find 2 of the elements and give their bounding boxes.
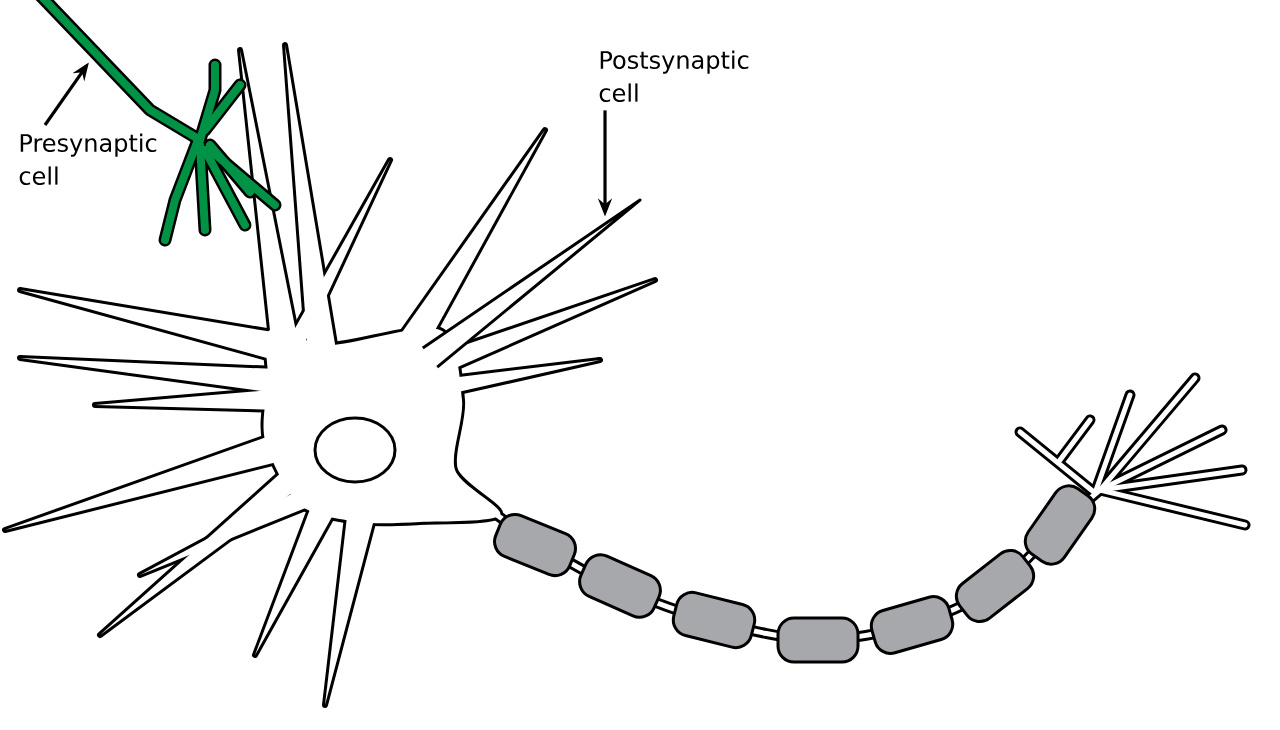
cell-label: Presynaptic cell [19, 133, 157, 185]
cell-label: Postsynaptic cell [599, 50, 749, 102]
